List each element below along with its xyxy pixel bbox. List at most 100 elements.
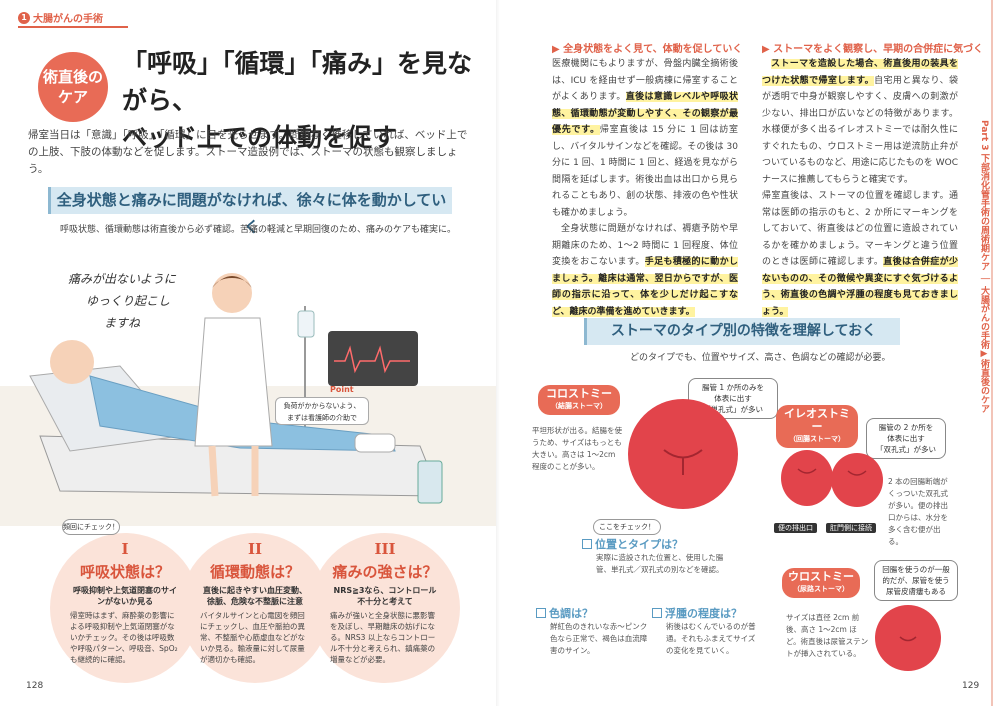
- subheading-general: ▶ 全身状態をよく見て、体動を促していく: [552, 44, 743, 55]
- callout-line: 尿管皮膚瘻もある: [886, 587, 946, 596]
- lead-paragraph: 帰室当日は「意識」「呼吸」「循環」に目を光らせます。問題なく推移していれば、ベッ…: [28, 129, 468, 175]
- colostomy-body: 平坦形状が出る。結腸を使うため、サイズはもっとも大きい。高さは 1〜2cm 程度…: [532, 426, 622, 471]
- callout-line: 回腸を使うのが一般: [882, 565, 950, 574]
- column-circulation: II 循環動態は？ 直後に起きやすい血圧変動、徐脈、危険な不整脈に注意 バイタル…: [200, 540, 310, 665]
- point-text-1: 負荷がかからないよう、: [283, 402, 361, 410]
- pill-name: ウロストミー: [788, 570, 854, 583]
- para-text: 帰室直後は、ストーマの位置を確認します。通常は医師の指示のもと、2 か所にマーキ…: [762, 191, 958, 267]
- check-title: 色調は？: [536, 605, 648, 621]
- ileostomy-illustration: [781, 450, 883, 507]
- urostomy-stoma: [875, 605, 941, 671]
- speech-line-1: 痛みが出ないように: [68, 272, 176, 286]
- callout-line: 「単孔式」が多い: [703, 405, 763, 414]
- check-body: 実際に造設された位置と、使用した腸管、単孔式／双孔式の別などを確認。: [596, 553, 724, 574]
- column-subtitle: 直後に起きやすい血圧変動、徐脈、危険な不整脈に注意: [203, 586, 307, 606]
- para-text: 医療機関にもよりますが、骨盤内臓全摘術後は、ICU を経由せず一般病棟に帰室する…: [552, 59, 738, 102]
- callout-line: 体表に出す: [714, 394, 752, 403]
- checkbox-icon: [582, 539, 592, 549]
- section-heading: 全身状態と痛みに問題がなければ、徐々に体を動かしていく: [48, 187, 452, 236]
- urostomy-opening: [899, 636, 917, 642]
- roman-numeral: III: [374, 540, 396, 558]
- ileostomy-label-left: 便の排出口: [774, 515, 817, 534]
- check-body: 術後はむくんでいるのが普通。それもふまえてサイズの変化を見ていく。: [666, 622, 756, 655]
- nurse-uniform: [194, 317, 273, 447]
- column-title: 痛みの強さは？: [332, 563, 438, 581]
- ileostomy-label: イレオストミー （回腸ストーマ）: [776, 405, 858, 448]
- col-circle-1: [50, 533, 200, 683]
- colostomy-label: コロストミー （結腸ストーマ）: [538, 385, 620, 415]
- chapter-number: 1: [18, 11, 30, 24]
- title-line-1: 「呼吸」「循環」「痛み」を見ながら、: [122, 49, 473, 115]
- ileostomy-callout: 腸管の 2 か所を 体表に出す 「双孔式」が多い: [866, 418, 946, 459]
- colostomy-illustration: [628, 399, 738, 509]
- frequent-check-tag: 頻回にチェック！: [62, 519, 120, 535]
- point-text-2: まずは看護師の介助で: [287, 414, 357, 422]
- para-text: 全身状態に問題がなければ、褥瘡予防や早期離床のため、1〜2 時間に 1 回程度、…: [552, 224, 738, 267]
- callout-line: 腸管 1 か所のみを: [701, 383, 765, 392]
- column-breathing: I 呼吸状態は？ 呼吸抑制や上気道閉塞のサインがないか見る 帰室時はまず、麻酔薬…: [70, 540, 180, 665]
- check-title: 位置とタイプは？: [582, 536, 732, 552]
- callout-line: 体表に出す: [887, 434, 925, 443]
- check-here-tag: ここをチェック！: [593, 519, 661, 535]
- ileostomy-label-right: 肛門側に接続: [826, 515, 876, 534]
- point-label: Point: [330, 385, 354, 394]
- pill-name: イレオストミー: [784, 407, 850, 433]
- body-column-2: ストーマを造設した場合、術直後用の装具をつけた状態で帰室します。自宅用と異なり、…: [762, 56, 958, 320]
- urostomy-body: サイズは直径 2cm 前後、高さ 1〜2cm ほど。術直後は尿管ステントが挿入さ…: [786, 613, 869, 658]
- column-body: 痛みが強いと全身状態に悪影響を及ぼし、早期離床の妨げになる。NRS3 以上ならコ…: [330, 611, 436, 664]
- check-title: 浮腫の程度は？: [652, 605, 762, 621]
- check-position: 位置とタイプは？ 実際に造設された位置と、使用した腸管、単孔式／双孔式の別などを…: [582, 536, 732, 576]
- check-color: 色調は？ 鮮紅色のきれいな赤〜ピンク色なら正常で、褐色は血流障害のサイン。: [536, 605, 648, 657]
- ecg-line: [334, 345, 410, 374]
- urostomy-callout: 回腸を使うのが一般 的だが、尿管を使う 尿管皮膚瘻もある: [874, 560, 958, 601]
- patient-feet: [354, 433, 396, 453]
- pill-name: コロストミー: [546, 387, 612, 400]
- col-circle-2: [180, 533, 330, 683]
- nurse-patient-illustration: [0, 273, 500, 526]
- callout-line: 腸管の 2 か所を: [878, 423, 934, 432]
- left-page: 1 大腸がんの手術 術直後の ケア 「呼吸」「循環」「痛み」を見ながら、 ベッド…: [0, 10, 500, 691]
- colostomy-opening: [663, 449, 703, 475]
- para-text: 帰室直後は 15 分に 1 回は訪室し、バイタルサインなどを確認。その後は 30…: [552, 125, 738, 218]
- page-number-right: 129: [962, 681, 980, 691]
- callout-line: 「双孔式」が多い: [876, 445, 936, 454]
- column-body: バイタルサインと心電図を頻回にチェックし、血圧や脈拍の異常、不整脈や心筋虚血など…: [200, 611, 305, 664]
- chapter-side-tab: Part 3 下部消化管手術の周術期ケア ｜ 大腸がんの手術▶術直後のケア: [979, 120, 989, 413]
- nurse-hair: [212, 276, 252, 288]
- nurse-head: [212, 273, 252, 313]
- column-subtitle: 呼吸抑制や上気道閉塞のサインがないか見る: [73, 586, 177, 606]
- stoma-heading: ストーマのタイプ別の特徴を理解しておく: [584, 318, 900, 345]
- drainage-device: [417, 460, 443, 504]
- column-body: 帰室時はまず、麻酔薬の影響による呼吸抑制や上気道閉塞がないかチェック。その後は呼…: [70, 611, 178, 664]
- section-badge: 術直後の ケア: [38, 52, 108, 122]
- ileostomy-body: 2 本の回腸断端がくっついた双孔式が多い。便の排出口からは、水分を多く含む便が出…: [888, 477, 948, 546]
- ileostomy-stoma-left: [781, 450, 833, 506]
- para-text: [762, 59, 771, 69]
- speech-line-3: ますね: [104, 316, 141, 330]
- badge-line-1: 術直後の: [42, 68, 103, 86]
- urostomy-label: ウロストミー （尿路ストーマ）: [782, 568, 860, 598]
- column-subtitle: NRS≧3なら、コントロール不十分と考えて: [333, 586, 437, 606]
- urostomy-illustration: [875, 605, 941, 671]
- vital-monitor: [328, 331, 418, 386]
- column-pain: III 痛みの強さは？ NRS≧3なら、コントロール不十分と考えて 痛みが強いと…: [330, 540, 440, 665]
- roman-numeral: II: [247, 540, 263, 558]
- roman-numeral: I: [121, 540, 129, 558]
- nurse-legs: [208, 445, 259, 497]
- checkbox-icon: [652, 608, 662, 618]
- pill-sub: （尿路ストーマ）: [793, 585, 849, 593]
- chapter-underline: [18, 26, 128, 28]
- page-number-left: 128: [26, 681, 44, 691]
- checkbox-icon: [536, 608, 546, 618]
- para-text: 自宅用と異なり、袋が透明で中身が観察しやすく、皮膚への刺激が少ない、排出口が広い…: [762, 75, 959, 185]
- iv-bag: [297, 310, 315, 338]
- column-title: 呼吸状態は？: [79, 563, 170, 581]
- section-note: 呼吸状態、循環動態は術直後から必ず確認。苦痛の軽減と早期回復のため、痛みのケアも…: [60, 225, 457, 235]
- colostomy-stoma: [628, 399, 738, 509]
- pill-sub: （回腸ストーマ）: [789, 435, 845, 443]
- ileostomy-openings: [797, 468, 867, 476]
- side-rule: [991, 0, 993, 706]
- body-column-1: 医療機関にもよりますが、骨盤内臓全摘術後は、ICU を経由せず一般病棟に帰室する…: [552, 56, 738, 320]
- stoma-note: どのタイプでも、位置やサイズ、高さ、色調などの確認が必要。: [630, 353, 891, 363]
- chapter-tag: 1 大腸がんの手術: [18, 10, 103, 25]
